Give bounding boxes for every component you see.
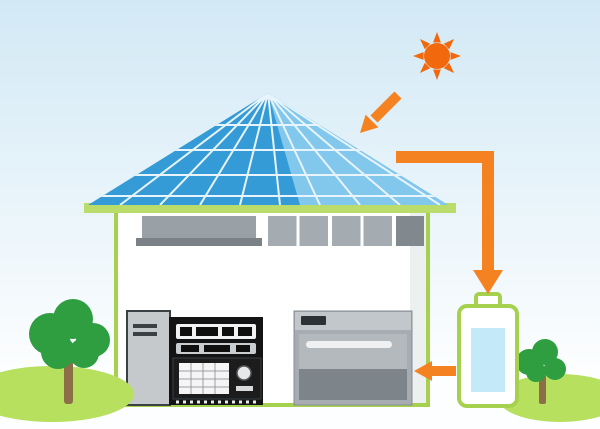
cabinet-vent-top [133, 324, 157, 328]
window-mullions [296, 216, 364, 246]
roof-eave [84, 203, 456, 213]
dishwasher-vent-slot [301, 316, 326, 325]
arrow-head [414, 361, 432, 381]
arrow-sun-to-roof [360, 91, 402, 133]
left-greenery [0, 299, 134, 422]
display-1-segments [180, 327, 252, 336]
sun-core [424, 43, 450, 69]
arrow-head [360, 114, 379, 133]
solar-grid-rows [88, 124, 448, 197]
wall-shading [410, 213, 426, 403]
sun-icon [413, 32, 461, 80]
foliage-circle [544, 358, 566, 380]
arrow-roof-to-battery [396, 151, 503, 294]
arrow-battery-to-appliances [414, 361, 456, 381]
foliage-circle [69, 338, 99, 368]
right-tree-foliage [516, 339, 566, 382]
right-tree-trunk [539, 374, 546, 404]
right-greenery [498, 339, 600, 422]
arrow-shaft [370, 91, 402, 123]
foliage-circle [41, 335, 75, 369]
cabinet-vent-bottom [133, 332, 157, 336]
range-hood [142, 216, 256, 238]
house [114, 207, 430, 407]
microwave-button [236, 386, 253, 391]
arrow-head [473, 270, 503, 294]
solar-panel-roof [88, 93, 448, 205]
foliage-circle [532, 339, 558, 365]
solar-grid-columns [119, 93, 441, 205]
microwave-knob [236, 365, 252, 381]
right-bush [498, 374, 600, 422]
display-2-segments [181, 345, 250, 352]
range-hood-lip [136, 238, 262, 246]
battery-cell [471, 328, 505, 392]
kitchen-appliances [126, 310, 413, 406]
solar-grid [88, 93, 448, 205]
microwave-window-grid [179, 363, 229, 394]
foliage-circle [526, 362, 546, 382]
sun-rays [413, 32, 461, 80]
arrow-shaft [396, 151, 494, 270]
oven-microwave-unit [169, 317, 263, 405]
left-tree-foliage [29, 299, 110, 369]
dishwasher [293, 310, 413, 406]
dishwasher-handle [306, 341, 392, 348]
storage-battery [457, 292, 519, 408]
window-right [396, 216, 424, 246]
dishwasher-lower-panel [299, 369, 407, 400]
second-floor [136, 216, 424, 246]
